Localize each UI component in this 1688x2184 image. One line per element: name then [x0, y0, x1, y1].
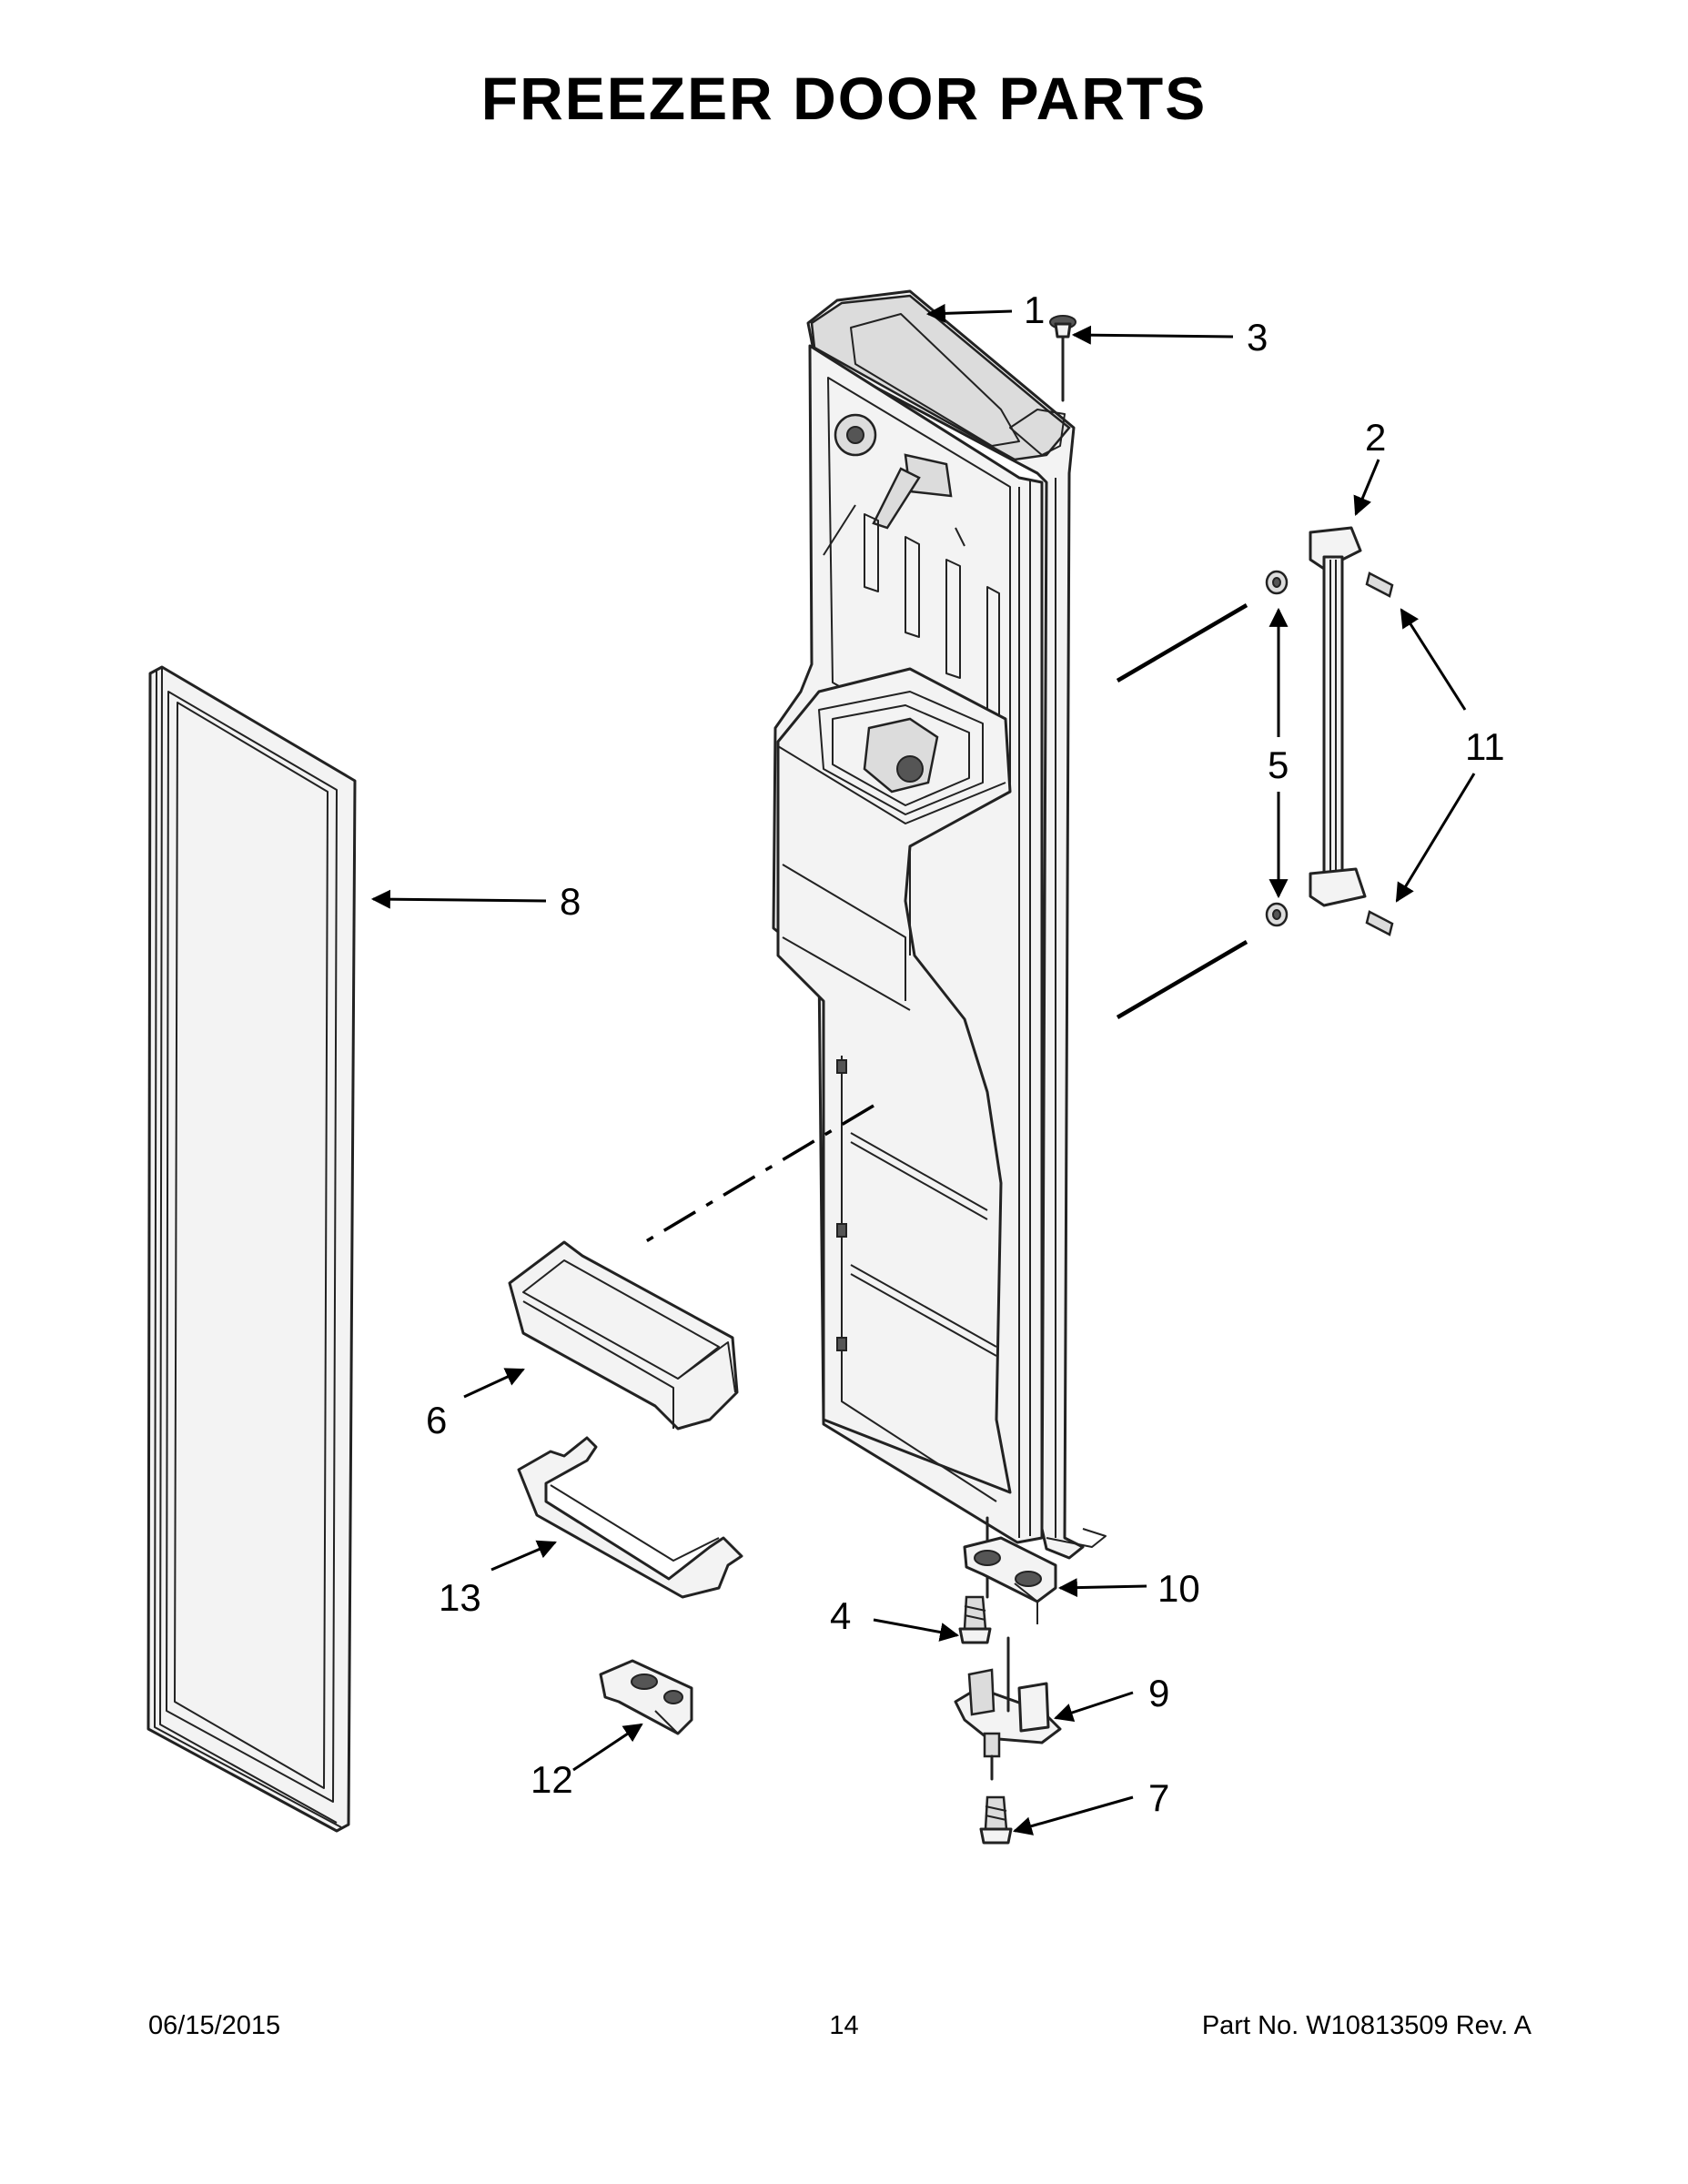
freezer-door [772, 289, 1107, 1560]
hinge-pin-screw [979, 1795, 1013, 1845]
callout-12: 12 [531, 1758, 573, 1801]
footer-part-number: Part No. W10813509 Rev. A [1201, 2011, 1531, 2040]
callout-4: 4 [830, 1594, 851, 1637]
top-hinge-screw [1049, 315, 1076, 402]
callout-3: 3 [1247, 316, 1268, 359]
callout-5: 5 [1268, 743, 1289, 786]
callout-10: 10 [1157, 1567, 1200, 1610]
door-bin-rail [517, 1436, 743, 1599]
callout-11: 11 [1465, 725, 1505, 768]
door-gasket [147, 665, 357, 1833]
callout-6: 6 [426, 1399, 447, 1441]
hinge-shim [963, 1516, 1057, 1624]
page-title: FREEZER DOOR PARTS [480, 65, 1208, 132]
door-handle [1116, 526, 1394, 1019]
callout-9: 9 [1148, 1672, 1169, 1714]
door-bin [508, 1240, 739, 1431]
lower-hinge-bracket-left [599, 1659, 693, 1735]
hinge-screw [958, 1595, 992, 1644]
footer-date: 06/15/2015 [148, 2011, 281, 2040]
callout-2: 2 [1365, 416, 1386, 459]
lower-hinge [954, 1636, 1062, 1781]
callout-8: 8 [560, 880, 581, 923]
leader-lines [370, 303, 1476, 1835]
footer-page-number: 14 [829, 2011, 859, 2040]
callout-13: 13 [439, 1576, 481, 1619]
assembly-line [636, 1104, 874, 1249]
callout-7: 7 [1148, 1776, 1169, 1819]
callout-1: 1 [1024, 288, 1045, 331]
